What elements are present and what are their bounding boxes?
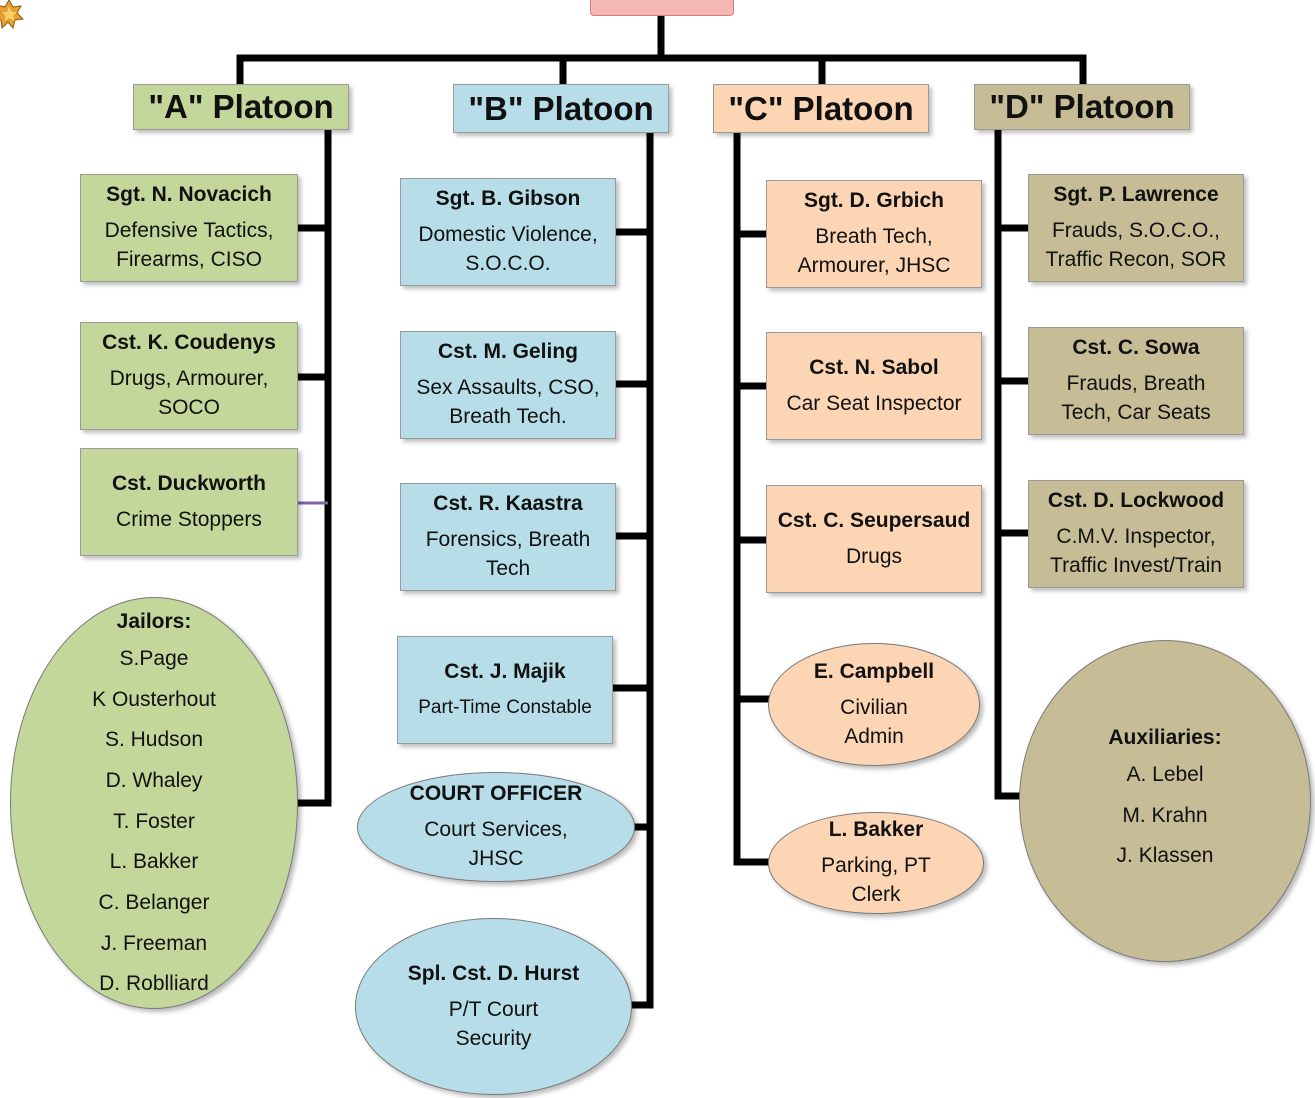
platoon-b-header: "B" Platoon [453,84,669,133]
platoon-a-label: "A" Platoon [148,88,334,125]
member-duties: Defensive Tactics, Firearms, CISO [104,219,274,271]
member-box-seupersaud: Cst. C. Seupersaud Drugs [766,485,982,593]
member-duties: P/T Court Security [448,997,539,1050]
member-name: Cst. R. Kaastra [433,492,583,515]
platoon-b-label: "B" Platoon [468,89,654,127]
member-box-gibson: Sgt. B. Gibson Domestic Violence, S.O.C.… [400,178,616,286]
member-name: E. Campbell [813,659,935,683]
member-box-majik: Cst. J. Majik Part-Time Constable [397,636,613,744]
member-duties: Drugs, Armourer, SOCO [109,367,269,419]
member-box-kaastra: Cst. R. Kaastra Forensics, Breath Tech [400,483,616,591]
member-box-lawrence: Sgt. P. Lawrence Frauds, S.O.C.O., Traff… [1028,174,1244,282]
member-duties: Frauds, Breath Tech, Car Seats [1061,372,1211,424]
member-name: Sgt. N. Novacich [106,183,272,206]
member-box-novacich: Sgt. N. Novacich Defensive Tactics, Fire… [80,174,298,282]
member-name: Cst. M. Geling [437,340,578,363]
auxiliary-name: A. Lebel [1126,762,1204,786]
member-name: Sgt. P. Lawrence [1053,183,1219,206]
member-duties: Civilian Admin [840,695,908,748]
member-duties: Crime Stoppers [116,507,262,531]
member-name: Cst. J. Majik [444,659,566,683]
member-duties: Domestic Violence, S.O.C.O. [418,223,598,275]
member-name: Cst. C. Sowa [1072,336,1200,359]
badge-logo-icon [0,0,24,30]
auxiliaries-title: Auxiliaries: [1108,725,1222,749]
jailor-name: S.Page [119,646,189,670]
jailor-name: K Ousterhout [92,687,216,711]
member-name: Cst. D. Lockwood [1047,489,1225,512]
member-duties: Court Services, JHSC [424,818,568,870]
member-name: COURT OFFICER [409,782,583,805]
member-duties: Sex Assaults, CSO, Breath Tech. [416,376,600,428]
member-name: Cst. K. Coudenys [102,331,276,354]
member-box-grbich: Sgt. D. Grbich Breath Tech, Armourer, JH… [766,180,982,288]
jailor-name: J. Freeman [100,931,208,955]
auxiliaries-ellipse: Auxiliaries: A. Lebel M. Krahn J. Klasse… [1019,640,1311,962]
jailor-name: L. Bakker [109,850,199,874]
member-box-lockwood: Cst. D. Lockwood C.M.V. Inspector, Traff… [1028,480,1244,588]
member-duties: Parking, PT Clerk [821,854,931,906]
platoon-d-header: "D" Platoon [974,84,1190,130]
platoon-c-header: "C" Platoon [713,84,929,133]
jailors-title: Jailors: [116,609,192,633]
member-duties: Car Seat Inspector [786,391,962,415]
jailor-name: T. Foster [113,809,195,833]
member-box-duckworth: Cst. Duckworth Crime Stoppers [80,448,298,556]
jailor-name: S. Hudson [104,728,204,752]
platoon-c-label: "C" Platoon [728,89,914,127]
jailors-ellipse: Jailors: S.Page K Ousterhout S. Hudson D… [10,597,298,1009]
member-duties: Frauds, S.O.C.O., Traffic Recon, SOR [1045,219,1227,271]
member-box-sabol: Cst. N. Sabol Car Seat Inspector [766,332,982,440]
member-ellipse-campbell: E. Campbell Civilian Admin [768,643,980,766]
top-command-box [590,0,734,16]
platoon-d-label: "D" Platoon [989,88,1175,125]
member-ellipse-court-officer: COURT OFFICER Court Services, JHSC [357,772,635,882]
member-ellipse-bakker: L. Bakker Parking, PT Clerk [768,812,984,914]
jailor-name: C. Belanger [98,891,210,915]
auxiliary-name: J. Klassen [1116,844,1214,868]
member-duties: Drugs [845,544,903,568]
member-name: Cst. Duckworth [111,471,266,495]
member-name: L. Bakker [828,818,924,841]
member-name: Sgt. D. Grbich [803,189,944,212]
member-duties: Part-Time Constable [418,696,592,718]
jailor-name: D. Roblliard [99,972,209,996]
member-name: Cst. C. Seupersaud [777,508,971,532]
member-name: Cst. N. Sabol [809,355,939,379]
member-box-coudenys: Cst. K. Coudenys Drugs, Armourer, SOCO [80,322,298,430]
member-duties: Breath Tech, Armourer, JHSC [797,225,951,277]
member-box-geling: Cst. M. Geling Sex Assaults, CSO, Breath… [400,331,616,439]
member-duties: Forensics, Breath Tech [425,528,591,580]
auxiliary-name: M. Krahn [1122,803,1208,827]
member-box-sowa: Cst. C. Sowa Frauds, Breath Tech, Car Se… [1028,327,1244,435]
member-duties: C.M.V. Inspector, Traffic Invest/Train [1050,525,1222,577]
member-name: Spl. Cst. D. Hurst [407,961,580,985]
jailor-name: D. Whaley [105,768,203,792]
platoon-a-header: "A" Platoon [133,84,349,130]
member-name: Sgt. B. Gibson [435,187,581,210]
member-ellipse-hurst: Spl. Cst. D. Hurst P/T Court Security [355,918,632,1095]
